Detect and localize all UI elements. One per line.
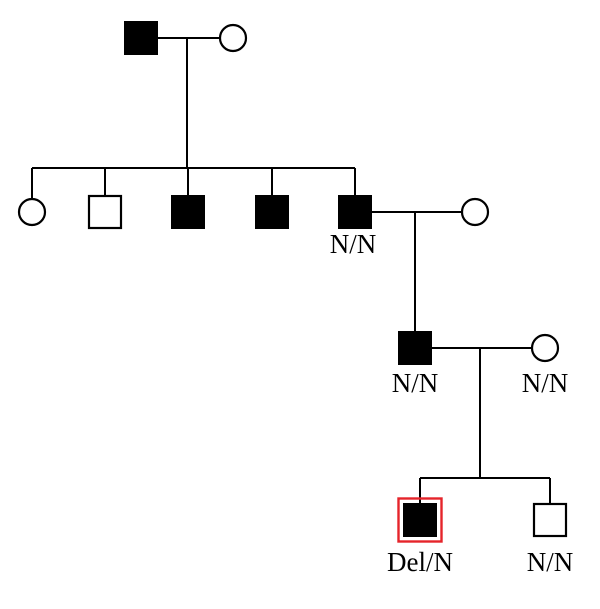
gen2-son1-unaffected-male-symbol <box>87 194 123 230</box>
genotype-label-gen4-sibling: N/N <box>527 547 574 577</box>
gen2-son2-affected-male-symbol <box>171 195 205 229</box>
gen2-daughter-female-symbol <box>17 197 47 227</box>
proband-highlight-ring <box>397 497 443 543</box>
genotype-label-gen3-mother: N/N <box>522 368 569 398</box>
gen3-father-affected-male-symbol <box>398 331 432 365</box>
gen1-mother-female-symbol <box>218 23 248 53</box>
gen3-mother-female-symbol <box>530 333 560 363</box>
gen2-son4-affected-male-symbol <box>338 195 372 229</box>
pedigree-lines <box>31 37 551 504</box>
gen4-proband-affected-male-symbol <box>403 503 437 537</box>
gen4-sibling-unaffected-male-symbol <box>532 502 568 538</box>
genotype-label-gen4-proband: Del/N <box>387 547 453 577</box>
gen2-son3-affected-male-symbol <box>255 195 289 229</box>
genotype-label-gen2-son4: N/N <box>330 229 377 259</box>
genotype-label-gen3-father: N/N <box>392 368 439 398</box>
gen2-wife-female-symbol <box>460 197 490 227</box>
gen1-father-affected-male-symbol <box>124 21 158 55</box>
